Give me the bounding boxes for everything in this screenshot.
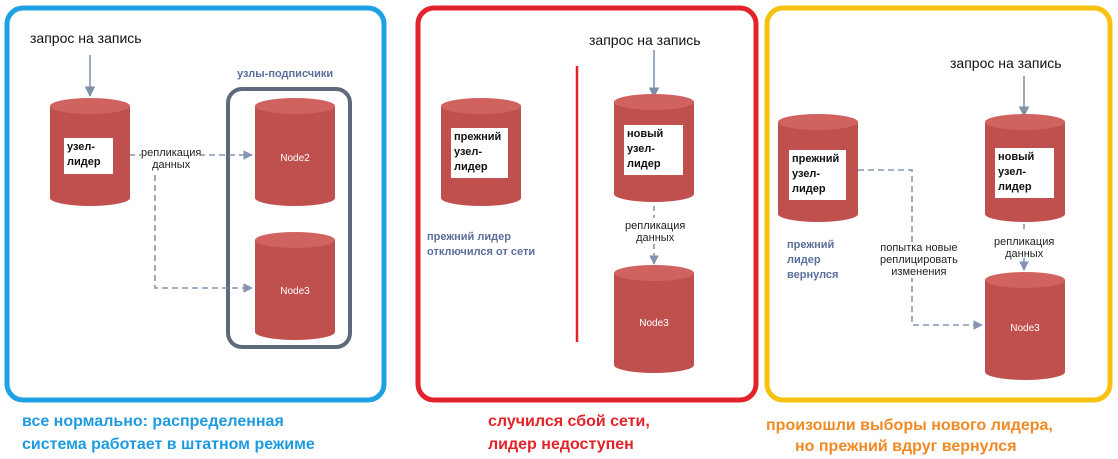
subscribers-label: узлы-подписчики: [237, 68, 334, 80]
panel-1-frame: [4, 5, 387, 403]
node3-label: Node3: [639, 318, 669, 329]
node2-cylinder: [255, 98, 335, 206]
node3-cylinder: [985, 272, 1065, 380]
panel-1-caption-line-1: все нормально: распределенная: [22, 413, 284, 430]
node3-cylinder: [614, 265, 694, 373]
new-leader-label: новый узел- лидер: [624, 125, 683, 175]
replication-label: репликация данных: [141, 147, 202, 171]
panel-1-caption-line-2: система работает в штатном режиме: [22, 436, 315, 453]
panel-2-frame: [415, 5, 759, 403]
node2-label: Node2: [280, 153, 310, 164]
old-leader-note: прежний лидер вернулся: [787, 239, 839, 281]
panel-3-caption-line-1: произошли выборы нового лидера,: [766, 417, 1053, 434]
replication-label: репликация данных: [625, 220, 686, 244]
subscriber-group-frame: [226, 87, 352, 349]
node3-cylinder: [255, 232, 335, 340]
write-request-label: запрос на запись: [950, 55, 1062, 71]
panel-2-caption-line-1: случился сбой сети,: [488, 413, 650, 430]
old-leader-note: прежний лидер отключился от сети: [427, 231, 536, 258]
retry-replication-label: попытка новые реплицировать изменения: [880, 242, 958, 278]
node3-label: Node3: [1010, 323, 1040, 334]
node3-label: Node3: [280, 286, 310, 297]
replication-label: репликация данных: [994, 236, 1055, 260]
panel-3-caption-line-2: но прежний вдруг вернулся: [795, 438, 1017, 455]
panel-3-frame: [764, 5, 1113, 403]
write-request-label: запрос на запись: [589, 32, 701, 48]
write-request-label: запрос на запись: [30, 30, 142, 46]
leader-node-label: узел- лидер: [64, 138, 113, 174]
old-leader-label: прежний узел- лидер: [789, 150, 846, 200]
replication-arrow-node3: [154, 155, 253, 293]
panel-2-caption-line-2: лидер недоступен: [488, 436, 634, 453]
new-leader-label: новый узел- лидер: [995, 148, 1054, 198]
old-leader-label: прежний узел- лидер: [451, 128, 508, 178]
